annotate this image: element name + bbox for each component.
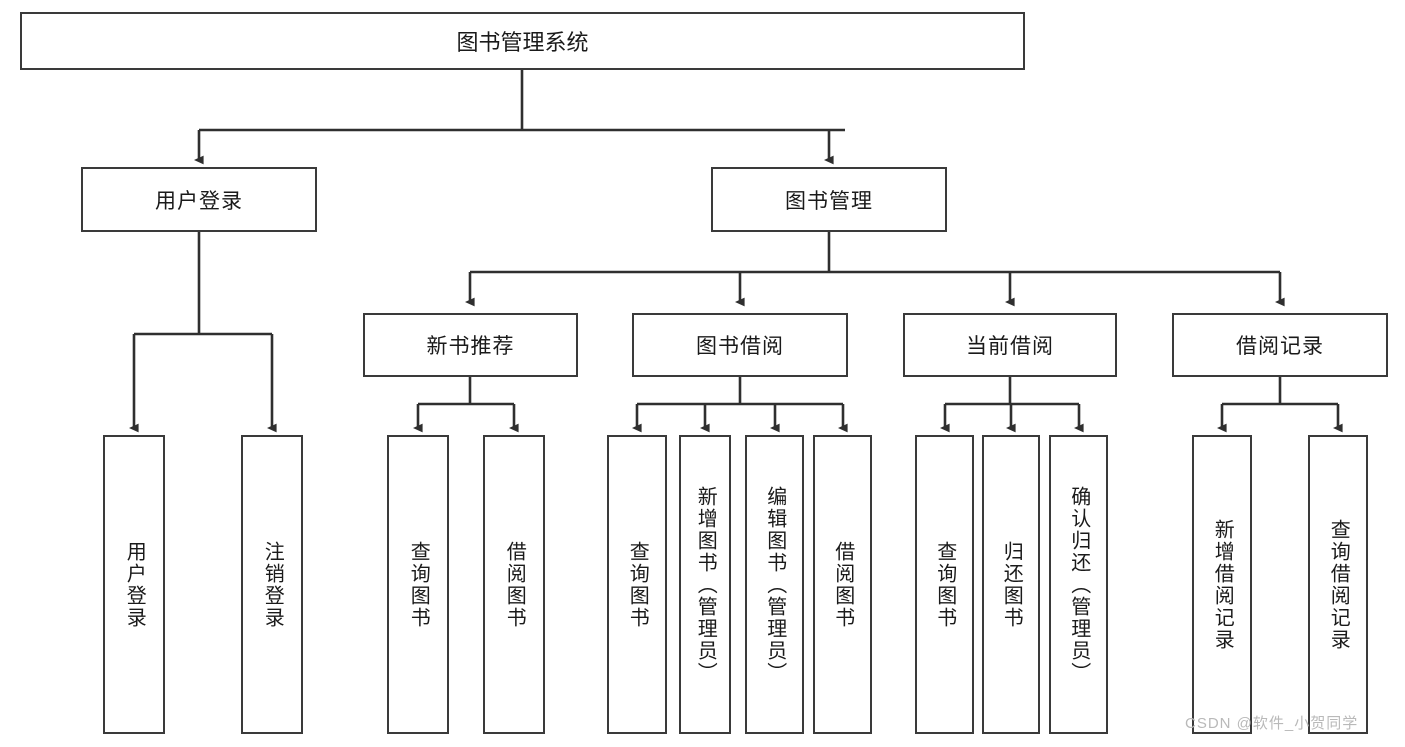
leaf-confirm-return-label: 确认归还（管理员）	[1067, 485, 1090, 684]
leaf-confirm-return[interactable]: 确认归还（管理员）	[1049, 435, 1108, 734]
node-current-borrow[interactable]: 当前借阅	[903, 313, 1117, 377]
node-book-borrow[interactable]: 图书借阅	[632, 313, 848, 377]
leaf-query-record-label: 查询借阅记录	[1327, 518, 1350, 651]
node-borrow-record-label: 借阅记录	[1236, 335, 1324, 358]
leaf-add-record[interactable]: 新增借阅记录	[1192, 435, 1252, 734]
leaf-query-book-3[interactable]: 查询图书	[915, 435, 974, 734]
leaf-borrow-book-1[interactable]: 借阅图书	[483, 435, 545, 734]
leaf-borrow-book-1-label: 借阅图书	[503, 540, 526, 629]
leaf-return-book[interactable]: 归还图书	[982, 435, 1040, 734]
node-new-book-rec-label: 新书推荐	[426, 335, 515, 358]
leaf-add-record-label: 新增借阅记录	[1211, 518, 1234, 651]
leaf-query-record[interactable]: 查询借阅记录	[1308, 435, 1368, 734]
watermark-label: CSDN @软件_小贺同学	[1185, 715, 1359, 732]
node-root[interactable]: 图书管理系统	[20, 12, 1025, 70]
leaf-borrow-book-2[interactable]: 借阅图书	[813, 435, 872, 734]
node-book-manage[interactable]: 图书管理	[711, 167, 947, 232]
leaf-return-book-label: 归还图书	[1000, 540, 1023, 629]
leaf-user-login-label: 用户登录	[123, 540, 146, 629]
leaf-add-book-label: 新增图书（管理员）	[694, 485, 717, 684]
leaf-add-book[interactable]: 新增图书（管理员）	[679, 435, 731, 734]
leaf-logout-label: 注销登录	[261, 540, 284, 629]
node-borrow-record[interactable]: 借阅记录	[1172, 313, 1388, 377]
leaf-query-book-2[interactable]: 查询图书	[607, 435, 667, 734]
leaf-user-login[interactable]: 用户登录	[103, 435, 165, 734]
leaf-query-book-3-label: 查询图书	[933, 540, 956, 629]
node-user-login[interactable]: 用户登录	[81, 167, 317, 232]
leaf-edit-book[interactable]: 编辑图书（管理员）	[745, 435, 804, 734]
leaf-query-book-1[interactable]: 查询图书	[387, 435, 449, 734]
leaf-query-book-1-label: 查询图书	[407, 540, 430, 629]
node-root-label: 图书管理系统	[456, 30, 589, 55]
leaf-edit-book-label: 编辑图书（管理员）	[763, 485, 786, 684]
leaf-logout[interactable]: 注销登录	[241, 435, 303, 734]
node-new-book-rec[interactable]: 新书推荐	[363, 313, 578, 377]
leaf-query-book-2-label: 查询图书	[626, 540, 649, 629]
node-current-borrow-label: 当前借阅	[966, 335, 1054, 358]
node-book-manage-label: 图书管理	[785, 189, 873, 213]
leaf-borrow-book-2-label: 借阅图书	[831, 540, 854, 629]
node-user-login-label: 用户登录	[155, 189, 243, 213]
node-book-borrow-label: 图书借阅	[696, 335, 784, 358]
